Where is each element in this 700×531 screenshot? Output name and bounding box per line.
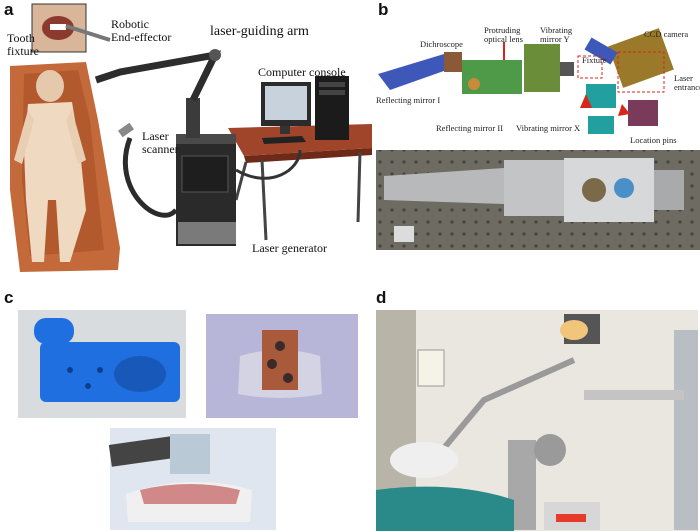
label-computer-console: Computer console: [258, 65, 346, 79]
label-vibrating-mirror-x: Vibrating mirror X: [516, 123, 581, 133]
patient-body: [24, 102, 86, 262]
scanner-cable: [122, 137, 178, 218]
label-fixture: Fixture: [582, 55, 607, 65]
panel-d: d: [374, 288, 700, 531]
desk-leg: [260, 159, 268, 241]
label-ccd-camera: CCD camera: [644, 29, 689, 39]
panel-c-illustration: [18, 310, 358, 530]
panel-d-illustration: [376, 310, 698, 531]
label-reflecting-mirror-2: Reflecting mirror II: [436, 123, 504, 133]
label-vibrating-mirror-y: Vibrating mirror Y: [540, 25, 573, 44]
panel-b-illustration: [376, 28, 700, 250]
scanner-body-blue: [378, 54, 458, 90]
label-dichroscope: Dichroscope: [420, 39, 463, 49]
panel-label-b: b: [378, 0, 389, 19]
patient-head: [36, 70, 64, 102]
label-protruding-optical-lens: Protruding optical lens: [484, 25, 523, 44]
desk-leg: [356, 151, 362, 223]
panel-a-illustration: [10, 3, 372, 272]
panel-label-a: a: [4, 0, 14, 19]
dental-chair-d: [376, 486, 514, 531]
label-laser-entrance: Laser entrance: [674, 73, 700, 92]
label-reflecting-mirror-1: Reflecting mirror I: [376, 95, 441, 105]
phantom-head: [390, 442, 458, 478]
fixture-part: [586, 84, 616, 108]
laser-scanner: [117, 122, 135, 138]
label-laser-generator: Laser generator: [252, 241, 327, 255]
keyboard: [262, 136, 306, 144]
panel-b: b Dichroscope Protruding optical lens Vi…: [374, 0, 700, 290]
laser-guiding-arm-shape: [94, 50, 222, 102]
panel-label-c: c: [4, 288, 14, 307]
panel-label-d: d: [376, 288, 387, 307]
label-laser-guiding-arm: laser-guiding arm: [210, 24, 309, 39]
label-tooth-fixture: Tooth fixture: [7, 31, 39, 58]
label-location-pins: Location pins: [630, 135, 677, 145]
panel-a: a Tooth fixture Robotic End-effector las…: [0, 0, 372, 290]
label-robotic-end-effector: Robotic End-effector: [111, 17, 172, 44]
label-laser-scanner: Laser scanner: [142, 129, 179, 156]
panel-c: c: [0, 288, 372, 531]
